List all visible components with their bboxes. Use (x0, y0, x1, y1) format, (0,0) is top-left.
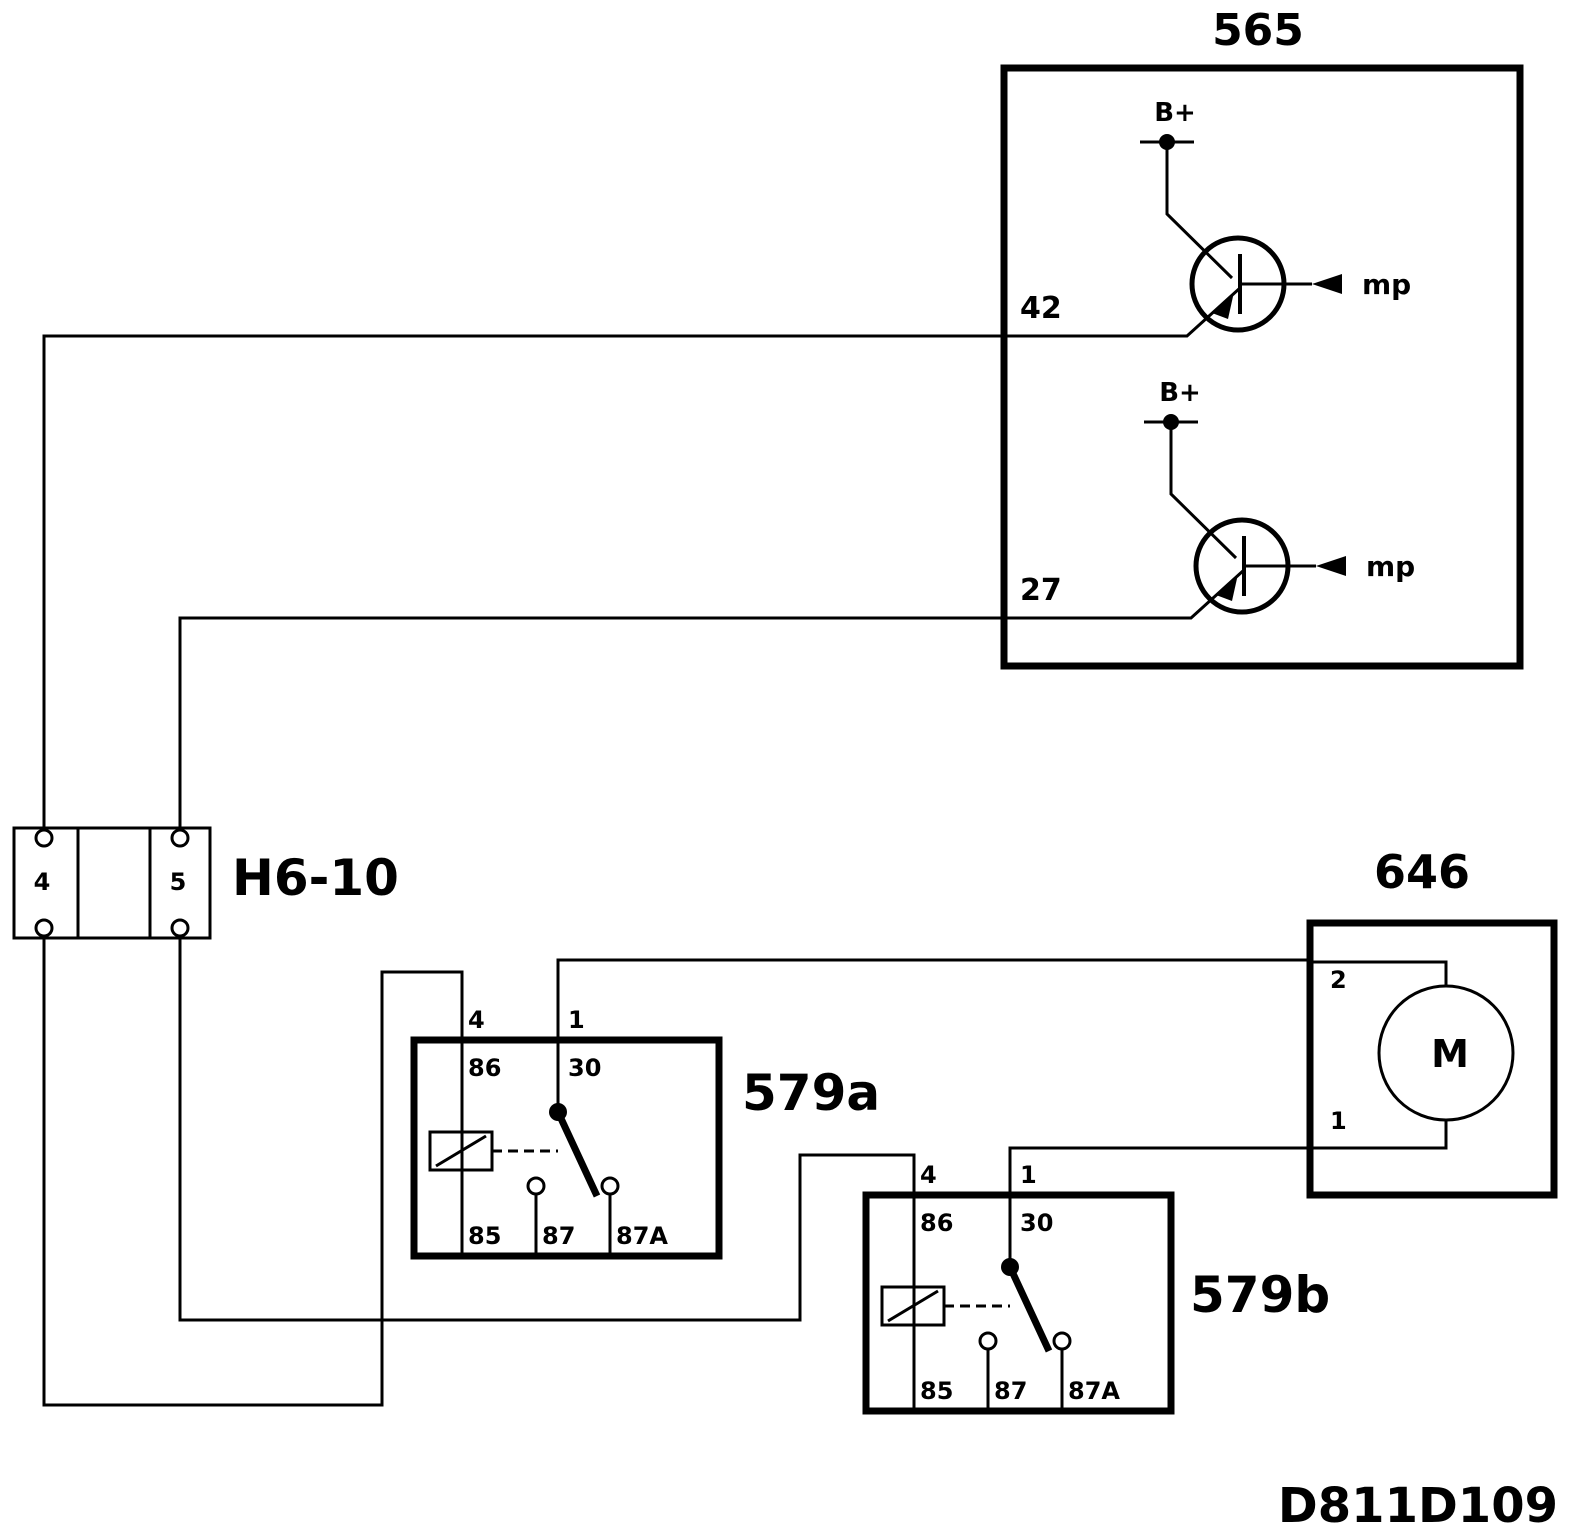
connector-title: H6-10 (232, 849, 399, 907)
motor-symbol: M (1431, 1032, 1469, 1076)
connector-pin-5: 5 (170, 868, 187, 896)
pin-42: 42 (1020, 291, 1062, 326)
connector-pin-4: 4 (34, 868, 51, 896)
supply-label-upper: B+ (1154, 98, 1196, 128)
relay-b-pin-4: 4 (920, 1161, 937, 1189)
motor-title: 646 (1374, 845, 1470, 899)
relay-b-pin-1: 1 (1020, 1161, 1037, 1189)
relay-a-t30: 30 (568, 1054, 601, 1082)
drawing-id: D811D109 (1278, 1478, 1558, 1530)
ecu-title: 565 (1212, 5, 1304, 56)
ecu-565: 565 B+ mp 42 B+ mp (1000, 5, 1524, 670)
wire-h6-5-to-579b-86 (178, 938, 916, 1322)
wire-42-to-h6-4 (42, 334, 1004, 828)
control-arrow-icon (1316, 556, 1346, 576)
switch-contact-icon (1006, 1265, 1053, 1353)
wire-579b-30-to-motor-1 (1008, 1146, 1310, 1195)
transistor-lower: B+ mp 27 (1004, 378, 1415, 620)
relay-a-t85: 85 (468, 1222, 501, 1250)
relay-b-title: 579b (1190, 1266, 1330, 1324)
control-arrow-icon (1312, 274, 1342, 294)
motor-pin-2: 2 (1330, 966, 1347, 994)
ecu-box (1000, 64, 1524, 670)
ctrl-label-upper: mp (1362, 268, 1411, 301)
relay-a-t87: 87 (542, 1222, 575, 1250)
wire-h6-4-to-579a-86 (42, 938, 464, 1407)
connector-h6-10: 4 5 H6-10 (12, 826, 399, 940)
switch-contact-icon (554, 1110, 601, 1198)
relay-579a: 4 1 86 30 85 87 87A 579a (410, 960, 880, 1260)
wire-579a-30-to-motor-2 (556, 958, 1310, 1040)
relay-b-t85: 85 (920, 1377, 953, 1405)
motor-646: 646 2 1 M (1306, 845, 1558, 1199)
relay-a-pin-4: 4 (468, 1006, 485, 1034)
wire-27-to-h6-5 (178, 616, 1004, 828)
relay-a-t86: 86 (468, 1054, 501, 1082)
relay-a-pin-1: 1 (568, 1006, 585, 1034)
relay-579b: 4 1 86 30 85 87 87A 579b (862, 1148, 1330, 1415)
pin-27: 27 (1020, 573, 1062, 608)
relay-a-title: 579a (742, 1064, 880, 1122)
supply-label-lower: B+ (1159, 378, 1201, 408)
relay-b-t87: 87 (994, 1377, 1027, 1405)
relay-b-t30: 30 (1020, 1209, 1053, 1237)
motor-pin-1: 1 (1330, 1107, 1347, 1135)
relay-b-t86: 86 (920, 1209, 953, 1237)
relay-b-t87a: 87A (1068, 1377, 1120, 1405)
relay-a-t87a: 87A (616, 1222, 668, 1250)
transistor-upper: B+ mp 42 (1004, 98, 1411, 338)
ctrl-label-lower: mp (1366, 550, 1415, 583)
